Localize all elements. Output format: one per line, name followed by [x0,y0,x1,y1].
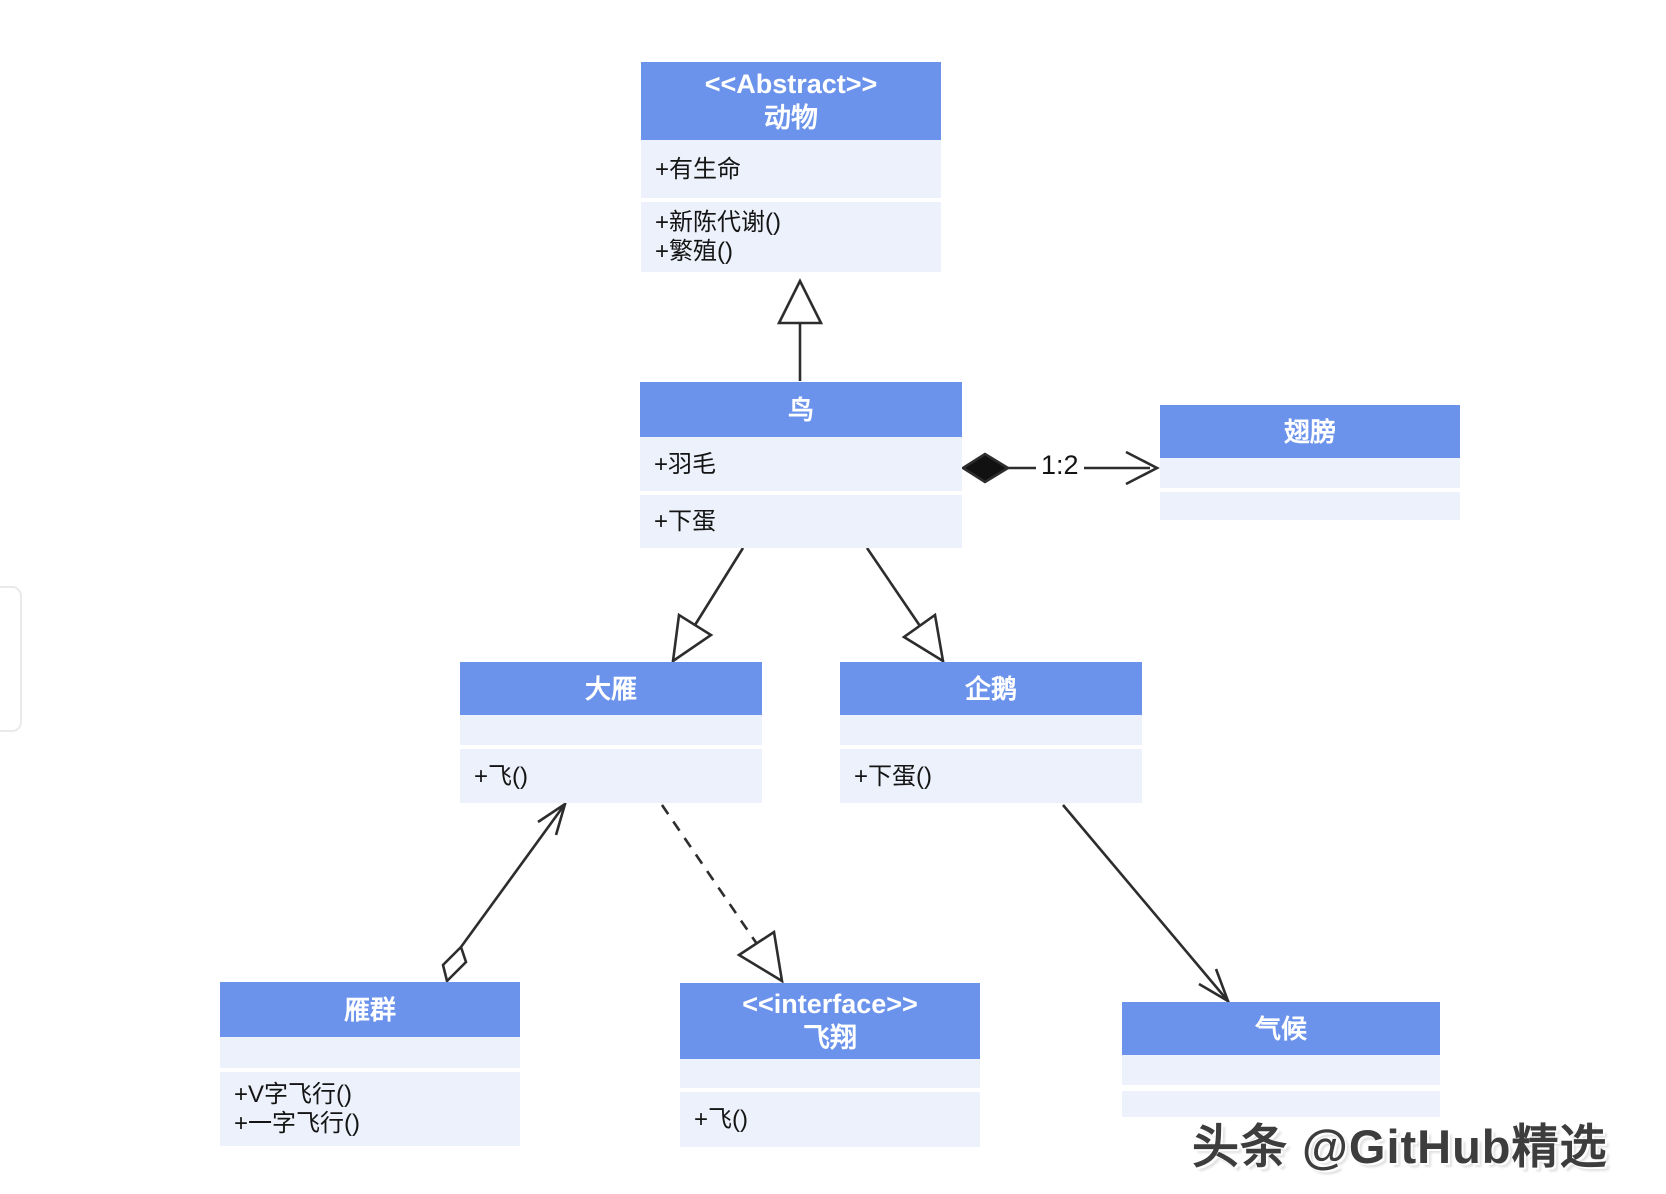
class-goose-attributes [460,715,762,745]
class-goose-flock: 雁群 +V字飞行() +一字飞行() [220,982,520,1146]
class-goose-flock-attributes [220,1037,520,1068]
class-climate-attributes [1122,1055,1440,1085]
class-fly-interface-attributes [680,1059,980,1088]
generalization-arrow-bird-to-animal [776,278,824,381]
aggregation-link-flock-to-goose [441,800,568,984]
class-climate-methods [1122,1091,1440,1117]
filled-diamond-icon [960,452,1011,484]
open-arrowhead-icon [1125,450,1160,486]
class-penguin: 企鹅 +下蛋() [840,662,1142,803]
method-item: +飞() [474,762,528,790]
attribute-item: +羽毛 [654,450,717,478]
class-wings-methods [1160,492,1460,520]
open-arrowhead-icon [537,800,568,836]
open-arrowhead-icon [1198,968,1231,1004]
class-goose-methods: +飞() [460,749,762,803]
realization-arrow-goose-to-fly [660,804,784,984]
class-penguin-name: 企鹅 [964,673,1017,704]
class-goose-name: 大雁 [584,673,637,704]
method-item: +一字飞行() [234,1110,360,1137]
class-fly-interface: <<interface>> 飞翔 +飞() [680,983,980,1147]
class-animal-name: 动物 [764,103,818,133]
class-goose-header: 大雁 [460,662,762,715]
class-animal-attributes: +有生命 [641,140,941,198]
class-fly-interface-stereotype: <<interface>> [742,989,918,1019]
class-climate-header: 气候 [1122,1002,1440,1055]
class-climate-name: 气候 [1254,1013,1307,1044]
class-bird-name: 鸟 [787,394,814,425]
class-wings-header: 翅膀 [1160,405,1460,458]
class-animal-stereotype: <<Abstract>> [704,69,878,99]
class-fly-interface-name: 飞翔 [803,1023,857,1053]
class-climate: 气候 [1122,1002,1440,1117]
class-animal-methods: +新陈代谢() +繁殖() [641,202,941,272]
class-bird-methods: +下蛋 [640,495,962,548]
class-goose: 大雁 +飞() [460,662,762,803]
hollow-triangle-icon [671,612,714,664]
class-goose-flock-name: 雁群 [343,994,396,1025]
hollow-triangle-icon [901,612,945,664]
class-bird-header: 鸟 [640,382,962,437]
class-goose-flock-header: 雁群 [220,982,520,1037]
class-goose-flock-methods: +V字飞行() +一字飞行() [220,1072,520,1146]
attribute-item: +有生命 [655,155,742,183]
watermark-text: 头条 @GitHub精选 [1192,1120,1608,1173]
dependency-arrow-penguin-to-climate [1062,804,1231,1004]
hollow-triangle-icon [736,929,784,984]
attribute-item: +下蛋 [654,508,717,535]
method-item: +繁殖() [655,238,733,265]
class-fly-interface-methods: +飞() [680,1092,980,1147]
class-fly-interface-header: <<interface>> 飞翔 [680,983,980,1059]
class-animal-header: <<Abstract>> 动物 [641,62,941,140]
method-item: +飞() [694,1106,748,1133]
class-wings-name: 翅膀 [1283,416,1336,447]
multiplicity-label: 1:2 [1038,450,1082,481]
class-bird: 鸟 +羽毛 +下蛋 [640,382,962,548]
method-item: +V字飞行() [234,1081,353,1108]
class-animal: <<Abstract>> 动物 +有生命 +新陈代谢() +繁殖() [641,62,941,272]
generalization-arrow-bird-to-goose [671,547,745,664]
class-bird-attributes: +羽毛 [640,437,962,491]
left-edge-artifact [0,586,22,732]
class-penguin-header: 企鹅 [840,662,1142,715]
method-item: +新陈代谢() [655,209,781,236]
hollow-diamond-icon [441,944,468,984]
class-penguin-attributes [840,715,1142,745]
class-wings-attributes [1160,458,1460,488]
method-item: +下蛋() [854,762,932,790]
generalization-arrow-bird-to-penguin [865,547,945,664]
class-penguin-methods: +下蛋() [840,749,1142,803]
hollow-triangle-icon [776,278,824,325]
class-wings: 翅膀 [1160,405,1460,520]
